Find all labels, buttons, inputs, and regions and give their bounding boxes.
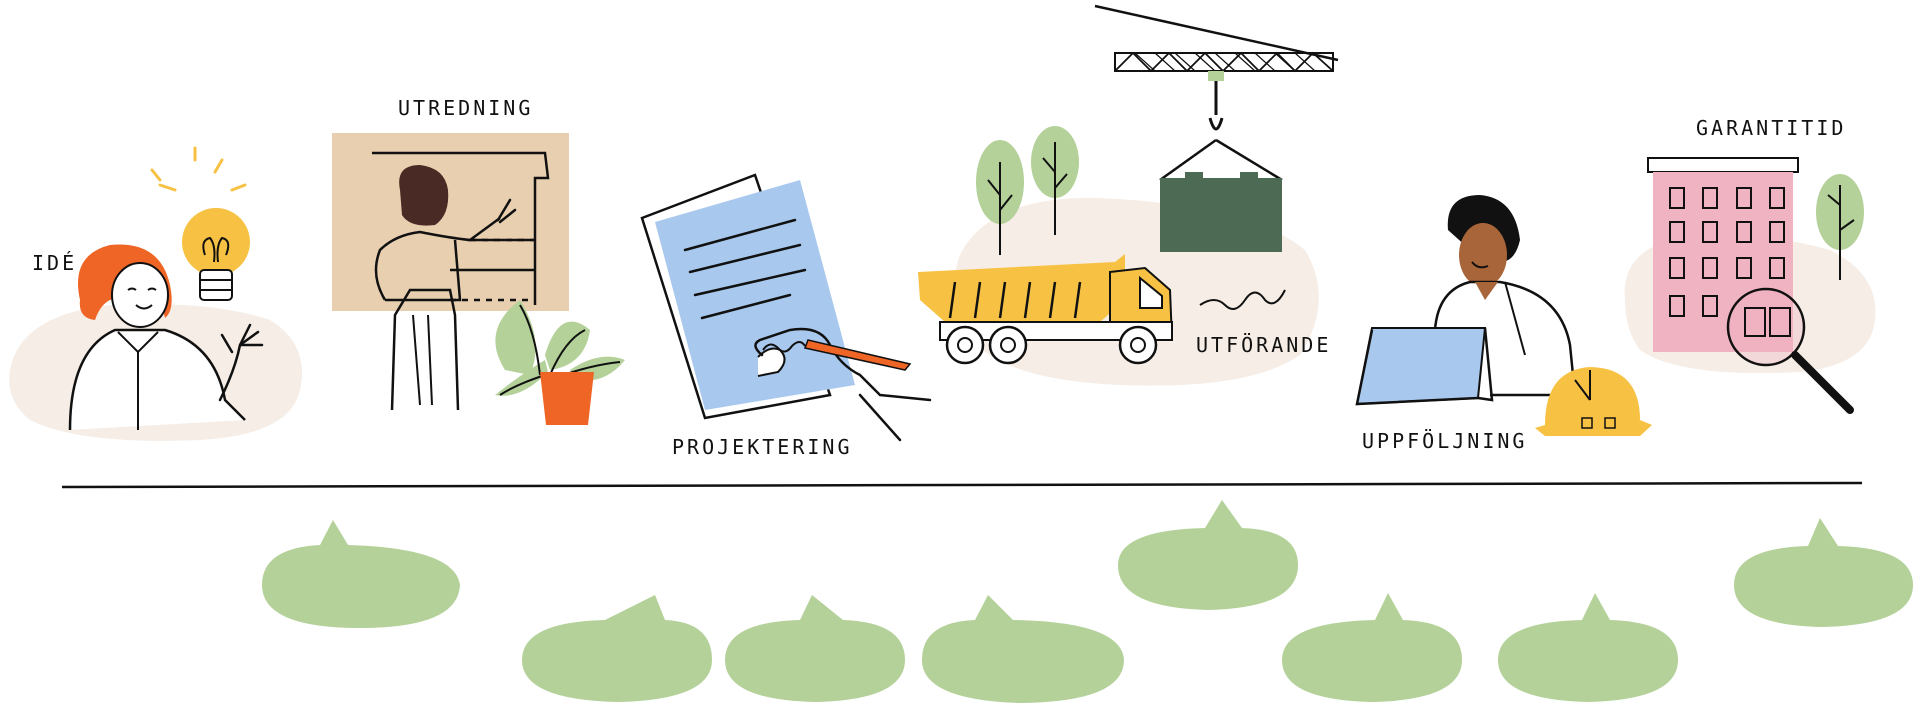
speech-bubble-5 [1118,500,1298,610]
stage-label-ide: IDÉ [32,251,77,275]
stage-label-uppfoljning: UPPFÖLJNING [1362,429,1527,453]
container [1160,178,1282,252]
tree-icon [1816,174,1864,280]
stage-label-garantitid: GARANTITID [1696,116,1846,140]
speech-bubble-6 [1282,593,1462,702]
speech-bubble-1 [262,520,460,628]
truck-icon [918,254,1174,365]
crane-icon [1094,4,1339,252]
speech-bubble-4 [922,595,1124,703]
speech-bubble-3 [725,595,905,702]
pen-icon [754,327,932,442]
magnifier-icon [1726,287,1854,414]
stage-label-utredning: UTREDNING [398,96,533,120]
document-icon [640,173,855,420]
stage-garantitid: GARANTITID [1624,116,1876,414]
helmet-icon [1535,367,1652,436]
stage-label-projektering: PROJEKTERING [672,435,853,459]
stage-ide: IDÉ [9,146,303,441]
stage-utredning: UTREDNING [332,96,625,425]
stage-label-utforande: UTFÖRANDE [1196,333,1331,357]
speech-bubble-8 [1734,518,1913,627]
timeline-line [61,481,1863,489]
woman-with-idea [68,244,264,431]
stage-utforande: UTFÖRANDE [918,4,1339,386]
speech-bubbles [262,500,1913,703]
tree-icon [976,126,1079,255]
stage-projektering: PROJEKTERING [640,173,932,459]
presenter-person [374,165,517,411]
squiggle [1199,289,1286,310]
speech-bubble-7 [1498,593,1678,702]
laptop-icon [1355,327,1494,406]
presentation-board [332,133,569,311]
plant-icon [495,300,625,425]
stage-uppfoljning: UPPFÖLJNING [1355,195,1652,453]
lightbulb-icon [150,146,250,301]
speech-bubble-2 [522,595,712,702]
